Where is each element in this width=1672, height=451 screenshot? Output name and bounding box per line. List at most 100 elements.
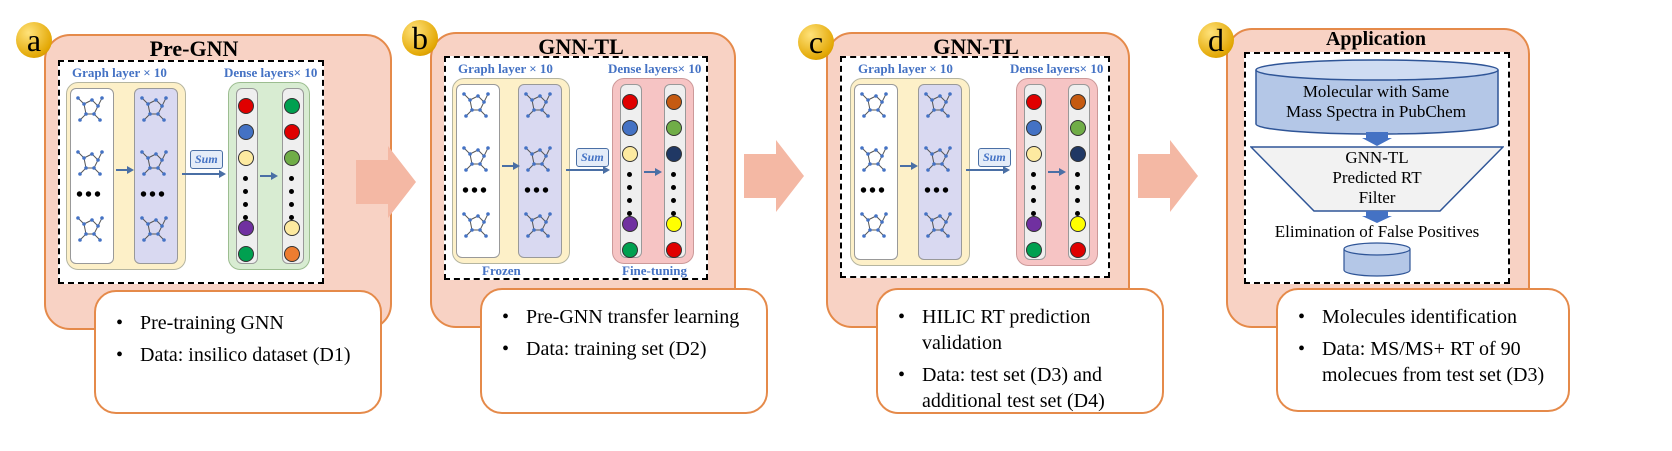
ellipsis-dot <box>627 185 632 190</box>
down-arrow-icon <box>1362 211 1392 223</box>
badge-a: a <box>16 22 52 58</box>
panel-a-diagram: Graph layer × 10 Dense layers× 10 Sum ••… <box>58 60 324 284</box>
graph-layer-label: Graph layer × 10 <box>72 65 167 80</box>
dense-layer-label: Dense layers× 10 <box>608 61 702 76</box>
dots-icon: ••• <box>524 180 552 202</box>
molecule-icon <box>524 92 552 118</box>
right-arrow-icon <box>356 146 416 218</box>
bullet: Pre-GNN transfer learning <box>502 304 766 330</box>
cylinder-text: Molecular with Same Mass Spectra in PubC… <box>1286 82 1466 121</box>
neuron-node <box>1026 146 1042 162</box>
panel-b-title: GNN-TL <box>538 34 624 59</box>
panel-c-title: GNN-TL <box>933 34 1019 59</box>
badge-c: c <box>798 24 834 60</box>
ellipsis-dot <box>671 185 676 190</box>
right-arrow-icon <box>1048 168 1066 176</box>
molecule-icon <box>860 92 888 118</box>
neuron-node <box>1026 242 1042 258</box>
right-arrow-icon <box>966 166 1010 174</box>
neuron-node <box>1070 94 1086 110</box>
panel-b-notes: Pre-GNN transfer learning Data: training… <box>480 288 768 414</box>
neuron-node <box>1070 242 1086 258</box>
neuron-node <box>666 216 682 232</box>
molecule-icon <box>462 212 490 238</box>
neuron-node <box>1026 120 1042 136</box>
panel-a-notes: Pre-training GNN Data: insilico dataset … <box>94 290 382 414</box>
ellipsis-dot <box>1031 211 1036 216</box>
ellipsis-dot <box>243 215 248 220</box>
graph-column-out <box>518 84 562 258</box>
right-arrow-icon <box>1138 140 1198 212</box>
ellipsis-dot <box>243 176 248 181</box>
neuron-node <box>284 98 300 114</box>
neuron-node <box>622 146 638 162</box>
ellipsis-dot <box>289 215 294 220</box>
ellipsis-dot <box>289 189 294 194</box>
neuron-node <box>284 150 300 166</box>
panel-c-notes: HILIC RT prediction validation Data: tes… <box>876 288 1164 414</box>
dots-icon: ••• <box>140 184 168 206</box>
ellipsis-dot <box>1075 172 1080 177</box>
bullet: Molecules identification <box>1298 304 1568 330</box>
panel-c-diagram: Graph layer × 10 Dense layers× 10 Sum ••… <box>840 56 1110 278</box>
neuron-node <box>238 150 254 166</box>
molecule-icon <box>462 146 490 172</box>
molecule-icon <box>76 150 104 176</box>
neuron-node <box>284 124 300 140</box>
ellipsis-dot <box>671 211 676 216</box>
molecule-icon <box>462 92 490 118</box>
neuron-node <box>238 124 254 140</box>
neuron-node <box>622 120 638 136</box>
dense-layer-label: Dense layers× 10 <box>224 65 318 80</box>
neuron-node <box>1070 216 1086 232</box>
molecule-icon <box>924 146 952 172</box>
filter-line-3: Filter <box>1358 188 1396 207</box>
panel-d-notes: Molecules identification Data: MS/MS+ RT… <box>1276 288 1570 412</box>
dots-icon: ••• <box>462 180 490 202</box>
molecule-icon <box>860 212 888 238</box>
ellipsis-dot <box>1075 198 1080 203</box>
neuron-node <box>238 98 254 114</box>
ellipsis-dot <box>1031 172 1036 177</box>
funnel-icon <box>1250 146 1504 212</box>
neuron-node <box>284 246 300 262</box>
right-arrow-icon <box>566 166 610 174</box>
neuron-node <box>284 220 300 236</box>
ellipsis-dot <box>243 189 248 194</box>
right-arrow-icon <box>260 172 278 180</box>
graph-column <box>456 84 500 258</box>
result-cylinder-icon <box>1343 242 1411 277</box>
bullet: Data: test set (D3) and additional test … <box>898 362 1162 414</box>
ellipsis-dot <box>289 176 294 181</box>
neuron-node <box>1070 120 1086 136</box>
dots-icon: ••• <box>924 180 952 202</box>
result-text: Elimination of False Positives <box>1274 222 1480 241</box>
down-arrow-icon <box>1362 132 1392 146</box>
badge-d: d <box>1198 22 1234 58</box>
right-arrow-icon <box>744 140 804 212</box>
neuron-node <box>1026 94 1042 110</box>
graph-column <box>854 84 898 260</box>
neuron-node <box>1026 216 1042 232</box>
neuron-node <box>238 246 254 262</box>
graph-layer-label: Graph layer × 10 <box>858 61 953 76</box>
ellipsis-dot <box>1075 185 1080 190</box>
graph-column-out <box>918 84 962 260</box>
badge-b: b <box>402 20 438 56</box>
graph-column <box>70 88 114 264</box>
database-cylinder-icon <box>1255 59 1499 135</box>
neuron-node <box>1070 146 1086 162</box>
molecule-icon <box>140 216 168 242</box>
sum-box: Sum <box>978 148 1011 167</box>
neuron-node <box>666 146 682 162</box>
bullet: Pre-training GNN <box>116 310 380 336</box>
neuron-node <box>622 94 638 110</box>
ellipsis-dot <box>243 202 248 207</box>
frozen-label: Frozen <box>482 263 521 278</box>
sum-box: Sum <box>190 150 223 169</box>
dense-layer-label: Dense layers× 10 <box>1010 61 1104 76</box>
molecule-icon <box>924 92 952 118</box>
molecule-icon <box>140 96 168 122</box>
molecule-icon <box>524 146 552 172</box>
ellipsis-dot <box>289 202 294 207</box>
